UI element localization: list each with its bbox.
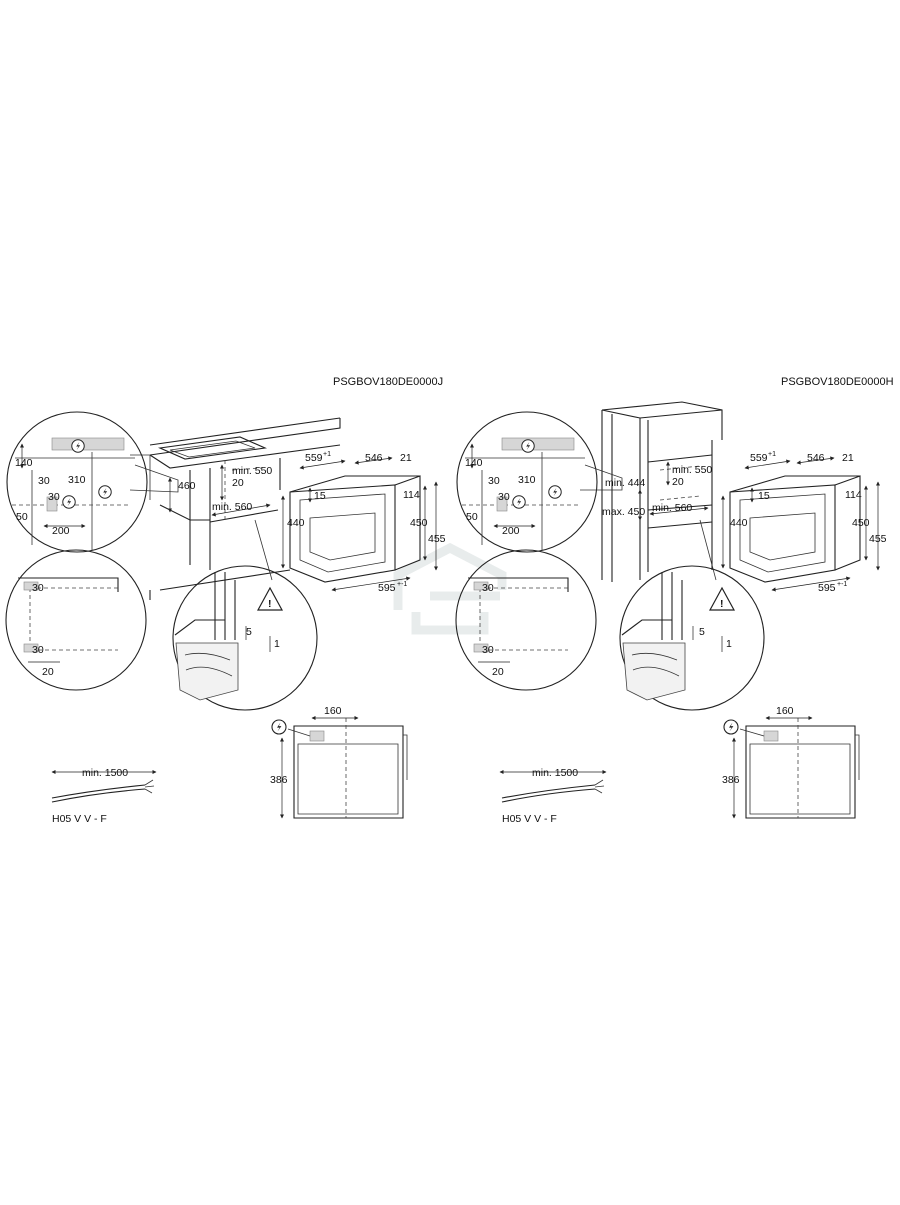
right-installation-panel: PSGBOV180DE0000H min. 444 max. 450 min. … <box>455 376 894 825</box>
dim-114: 114 <box>845 489 862 501</box>
dim-200: 200 <box>52 525 70 537</box>
dim-460: 460 <box>178 480 196 492</box>
power-connection-icon <box>62 495 76 509</box>
dim-max-450: max. 450 <box>602 506 645 518</box>
svg-text:!: ! <box>268 598 272 610</box>
dim-310: 310 <box>518 474 536 486</box>
socket-detail-circle: 140 30 310 30 50 200 <box>6 411 179 553</box>
dim-30-a: 30 <box>488 475 500 487</box>
dim-386: 386 <box>270 774 288 786</box>
dim-200: 200 <box>502 525 520 537</box>
cable-type: H05 V V - F <box>502 813 557 825</box>
cable-spec-drawing: min. 1500 H05 V V - F <box>51 767 157 825</box>
tall-cabinet <box>601 401 723 582</box>
tol-595: +-1 <box>397 581 407 588</box>
tol-559: +1 <box>768 451 776 458</box>
dim-min-550: min. 550 <box>672 464 712 476</box>
side-clearance-detail-circle: 30 30 20 <box>455 549 597 691</box>
dim-30-bottom: 30 <box>32 644 44 656</box>
power-connection-icon <box>98 485 112 499</box>
dim-450: 450 <box>852 517 870 529</box>
dim-15: 15 <box>314 490 326 502</box>
cable-spec-drawing: min. 1500 H05 V V - F <box>499 767 607 825</box>
dim-140: 140 <box>465 457 483 469</box>
dim-30-bottom: 30 <box>482 644 494 656</box>
warning-triangle-icon: ! <box>708 586 736 611</box>
dim-595: 595 <box>378 582 396 594</box>
dim-30-top: 30 <box>32 582 44 594</box>
dim-min-1500: min. 1500 <box>82 767 128 779</box>
dim-440: 440 <box>287 517 305 529</box>
dim-50: 50 <box>16 511 28 523</box>
dim-386: 386 <box>722 774 740 786</box>
svg-text:!: ! <box>720 598 724 610</box>
dim-5: 5 <box>699 626 705 638</box>
dim-1: 1 <box>274 638 280 650</box>
cabinet-dimensions-right: min. 444 max. 450 min. 550 20 min. 560 <box>602 461 712 518</box>
dim-546: 546 <box>807 452 825 464</box>
dim-min-550: min. 550 <box>232 465 272 477</box>
oven-perspective-view: 559 +1 546 21 15 440 114 450 455 595 +-1 <box>720 451 887 594</box>
oven-front-view: 160 386 <box>722 705 860 819</box>
dim-20-top: 20 <box>672 476 684 488</box>
power-connection-icon <box>723 719 739 735</box>
dim-30-a: 30 <box>38 475 50 487</box>
dim-559: 559 <box>750 452 768 464</box>
tol-559: +1 <box>323 451 331 458</box>
dim-min-1500: min. 1500 <box>532 767 578 779</box>
dim-min-444: min. 444 <box>605 477 645 489</box>
dim-559: 559 <box>305 452 323 464</box>
dim-455: 455 <box>428 533 446 545</box>
power-connection-icon <box>548 485 562 499</box>
cable-type: H05 V V - F <box>52 813 107 825</box>
model-code-left: PSGBOV180DE0000J <box>333 376 443 388</box>
dim-160: 160 <box>324 705 342 717</box>
clearance-gap-detail-circle: 5 1 ! <box>619 565 765 711</box>
tol-595: +-1 <box>837 581 847 588</box>
dim-15: 15 <box>758 490 770 502</box>
dim-30-b: 30 <box>498 491 510 503</box>
socket-detail-circle: 140 30 310 30 50 200 <box>456 411 623 553</box>
cabinet-dimensions-left: 460 min. 550 20 min. 560 <box>167 464 272 517</box>
dim-455: 455 <box>869 533 887 545</box>
dim-30-b: 30 <box>48 491 60 503</box>
dim-min-560: min. 560 <box>212 501 252 513</box>
dim-160: 160 <box>776 705 794 717</box>
power-connection-icon <box>271 719 287 735</box>
dim-21: 21 <box>400 452 412 464</box>
dim-1: 1 <box>726 638 732 650</box>
dim-140: 140 <box>15 457 33 469</box>
dim-20-top: 20 <box>232 477 244 489</box>
oven-front-view: 160 386 <box>270 705 408 819</box>
dim-min-560: min. 560 <box>652 502 692 514</box>
power-connection-icon <box>512 495 526 509</box>
dim-114: 114 <box>403 489 420 501</box>
dim-20-side: 20 <box>492 666 504 678</box>
dim-450: 450 <box>410 517 428 529</box>
dim-30-top: 30 <box>482 582 494 594</box>
dim-310: 310 <box>68 474 86 486</box>
dim-21: 21 <box>842 452 854 464</box>
power-connection-icon <box>71 439 85 453</box>
dim-50: 50 <box>466 511 478 523</box>
model-code-right: PSGBOV180DE0000H <box>781 376 894 388</box>
clearance-gap-detail-circle: 5 1 ! <box>172 565 318 711</box>
dim-20-side: 20 <box>42 666 54 678</box>
dim-546: 546 <box>365 452 383 464</box>
dim-440: 440 <box>730 517 748 529</box>
side-clearance-detail-circle: 30 30 20 <box>5 549 147 691</box>
warning-triangle-icon: ! <box>256 586 284 611</box>
dim-595: 595 <box>818 582 836 594</box>
left-installation-panel: PSGBOV180DE0000J 460 min. 550 20 <box>5 376 446 825</box>
oven-perspective-view: 559 +1 546 21 15 440 114 450 455 595 +-1 <box>280 451 446 594</box>
dim-5: 5 <box>246 626 252 638</box>
power-connection-icon <box>521 439 535 453</box>
